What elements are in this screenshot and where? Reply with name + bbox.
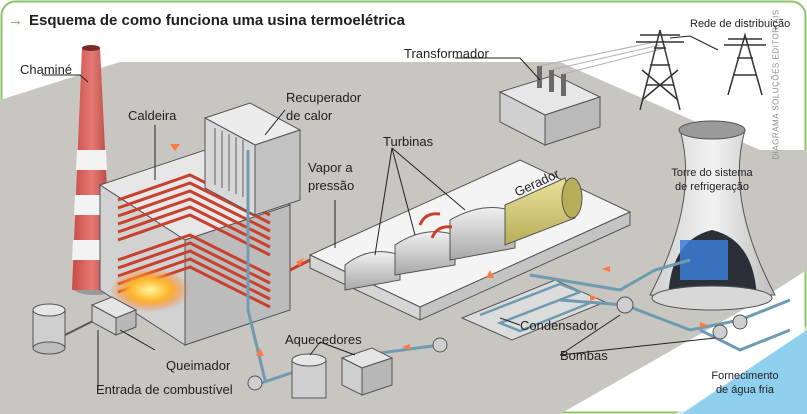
fuel-tank-graphic (32, 303, 96, 355)
flow-arrows (170, 144, 708, 356)
label-cooling-tower-line2: de refrigeração (675, 181, 749, 193)
label-cold-water-line1: Fornecimento (711, 370, 779, 382)
label-boiler: Caldeira (128, 108, 177, 123)
label-distribution-grid: Rede de distribuição (690, 18, 791, 30)
generator-graphic (504, 177, 583, 246)
turbines-graphic (344, 207, 516, 291)
label-steam-line2: pressão (308, 178, 355, 193)
label-pumps: Bombas (560, 348, 608, 363)
boiler-graphic (98, 149, 292, 346)
page-title: → Esquema de como funciona uma usina term… (8, 12, 405, 29)
pumps-graphic (247, 296, 748, 391)
leader-lines (42, 35, 719, 388)
transformer-graphic (498, 41, 666, 146)
title-arrow-icon: → (8, 12, 23, 29)
label-burner: Queimador (166, 358, 231, 373)
heaters-graphic (291, 347, 394, 399)
label-cooling-tower-line1: Torre do sistema (671, 167, 753, 179)
label-chimney: Chaminé (20, 62, 73, 77)
label-heat-recovery-line1: Recuperador (286, 90, 362, 105)
power-pylons-graphic (636, 29, 766, 111)
label-transformer: Transformador (404, 46, 489, 61)
label-turbines: Turbinas (383, 134, 434, 149)
label-steam-line1: Vapor a (308, 160, 353, 175)
label-fuel-inlet: Entrada de combustível (96, 382, 233, 397)
burner-graphic (90, 296, 138, 336)
credit-text: DIAGRAMA SOLUÇÕES EDITORIAIS (771, 9, 781, 160)
label-heaters: Aquecedores (285, 332, 362, 347)
title-text: Esquema de como funciona uma usina termo… (29, 12, 405, 29)
label-condenser: Condensador (520, 318, 599, 333)
heat-recovery-graphic (203, 102, 302, 381)
label-heat-recovery-line2: de calor (286, 108, 333, 123)
label-cold-water-line2: de água fria (715, 384, 775, 396)
cooling-tower-graphic (649, 120, 776, 311)
